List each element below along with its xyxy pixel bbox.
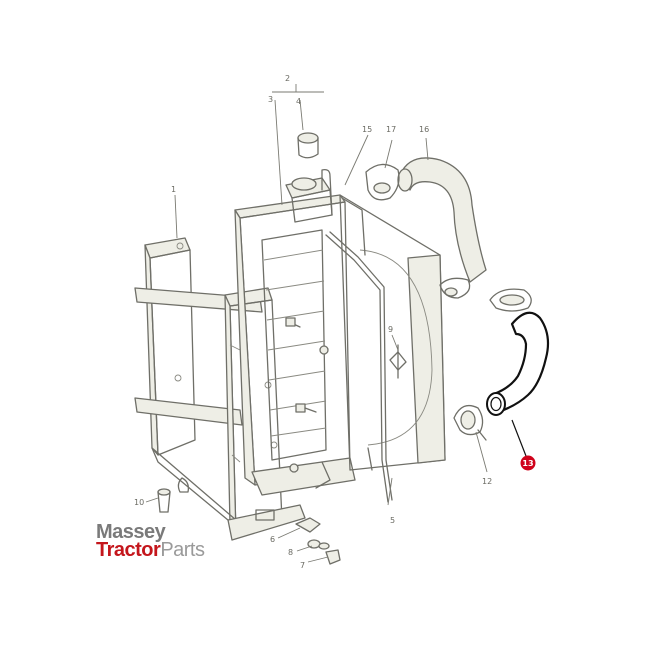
callout-5: 5 bbox=[390, 516, 395, 525]
highlighted-hose bbox=[486, 311, 550, 416]
callout-4: 4 bbox=[296, 97, 301, 106]
mounting-frame bbox=[134, 237, 306, 541]
callout-12: 12 bbox=[482, 477, 492, 486]
callout-10: 10 bbox=[134, 498, 144, 507]
callout-16: 16 bbox=[419, 125, 429, 134]
callout-6: 6 bbox=[270, 535, 275, 544]
callout-13-badge: 13 bbox=[520, 455, 536, 471]
overflow-pipe bbox=[325, 231, 393, 503]
callout-13: 13 bbox=[522, 459, 533, 468]
logo-word-tractor: Tractor bbox=[96, 539, 161, 561]
leader-lines bbox=[145, 84, 527, 563]
hose-clamps bbox=[453, 288, 532, 441]
logo-line-2: TractorParts bbox=[96, 540, 205, 560]
radiator-core bbox=[234, 132, 356, 496]
callout-2: 2 bbox=[285, 74, 290, 83]
callout-15: 15 bbox=[362, 125, 372, 134]
small-fittings bbox=[157, 344, 407, 565]
fan-shroud bbox=[339, 194, 446, 471]
callout-9: 9 bbox=[388, 325, 393, 334]
callout-7: 7 bbox=[300, 561, 305, 570]
callout-17: 17 bbox=[386, 125, 396, 134]
callout-3: 3 bbox=[268, 95, 273, 104]
upper-hose bbox=[365, 157, 487, 299]
callout-1: 1 bbox=[171, 185, 176, 194]
massey-tractor-parts-logo: Massey TractorParts bbox=[96, 522, 205, 560]
callout-8: 8 bbox=[288, 548, 293, 557]
callout-labels: 1 2 3 4 5 6 7 8 9 10 12 15 16 17 bbox=[134, 74, 492, 570]
logo-word-parts: Parts bbox=[160, 539, 205, 561]
logo-line-1: Massey bbox=[96, 521, 166, 543]
badge-circle bbox=[520, 455, 536, 471]
